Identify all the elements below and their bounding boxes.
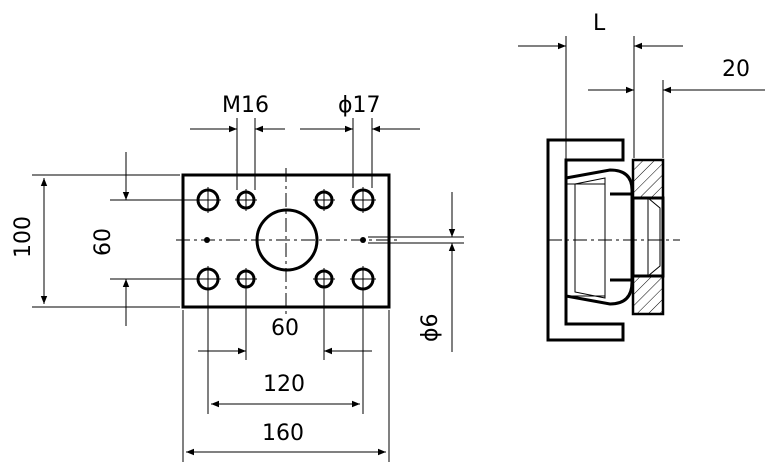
front-view: M16 ϕ17 100 60 60 <box>11 93 464 462</box>
dim-width-160: 160 <box>182 310 390 462</box>
label-60-horizontal: 60 <box>271 316 299 341</box>
label-100: 100 <box>11 216 36 258</box>
housing-outline <box>546 138 625 342</box>
dim-height-60: 60 <box>91 152 200 326</box>
pin-hole-right <box>360 237 366 243</box>
central-bore <box>255 208 319 272</box>
inner-recess <box>574 177 606 299</box>
side-view: L 20 <box>518 11 765 342</box>
label-20: 20 <box>722 57 750 82</box>
label-l: L <box>593 11 606 36</box>
flange-bottom-section <box>631 274 665 316</box>
label-m16: M16 <box>222 93 269 118</box>
label-60-vertical: 60 <box>91 228 116 256</box>
flange-chamfer <box>647 197 661 277</box>
dim-height-100: 100 <box>11 174 180 308</box>
pin-hole-left <box>204 237 210 243</box>
dim-thickness-20: 20 <box>588 57 765 158</box>
label-phi17: ϕ17 <box>338 93 381 118</box>
dim-m16: M16 <box>190 93 285 190</box>
label-160: 160 <box>262 421 304 446</box>
hole-center-marks <box>195 187 376 292</box>
dim-phi17: ϕ17 <box>300 93 420 188</box>
inner-body <box>564 168 634 306</box>
dim-width-60: 60 <box>198 290 372 360</box>
dim-phi6: ϕ6 <box>368 192 464 352</box>
dim-length-l: L <box>518 11 683 160</box>
dim-width-120: 120 <box>207 290 364 414</box>
label-phi6: ϕ6 <box>418 313 443 342</box>
flange-top-section <box>631 158 665 200</box>
label-120: 120 <box>263 372 305 397</box>
